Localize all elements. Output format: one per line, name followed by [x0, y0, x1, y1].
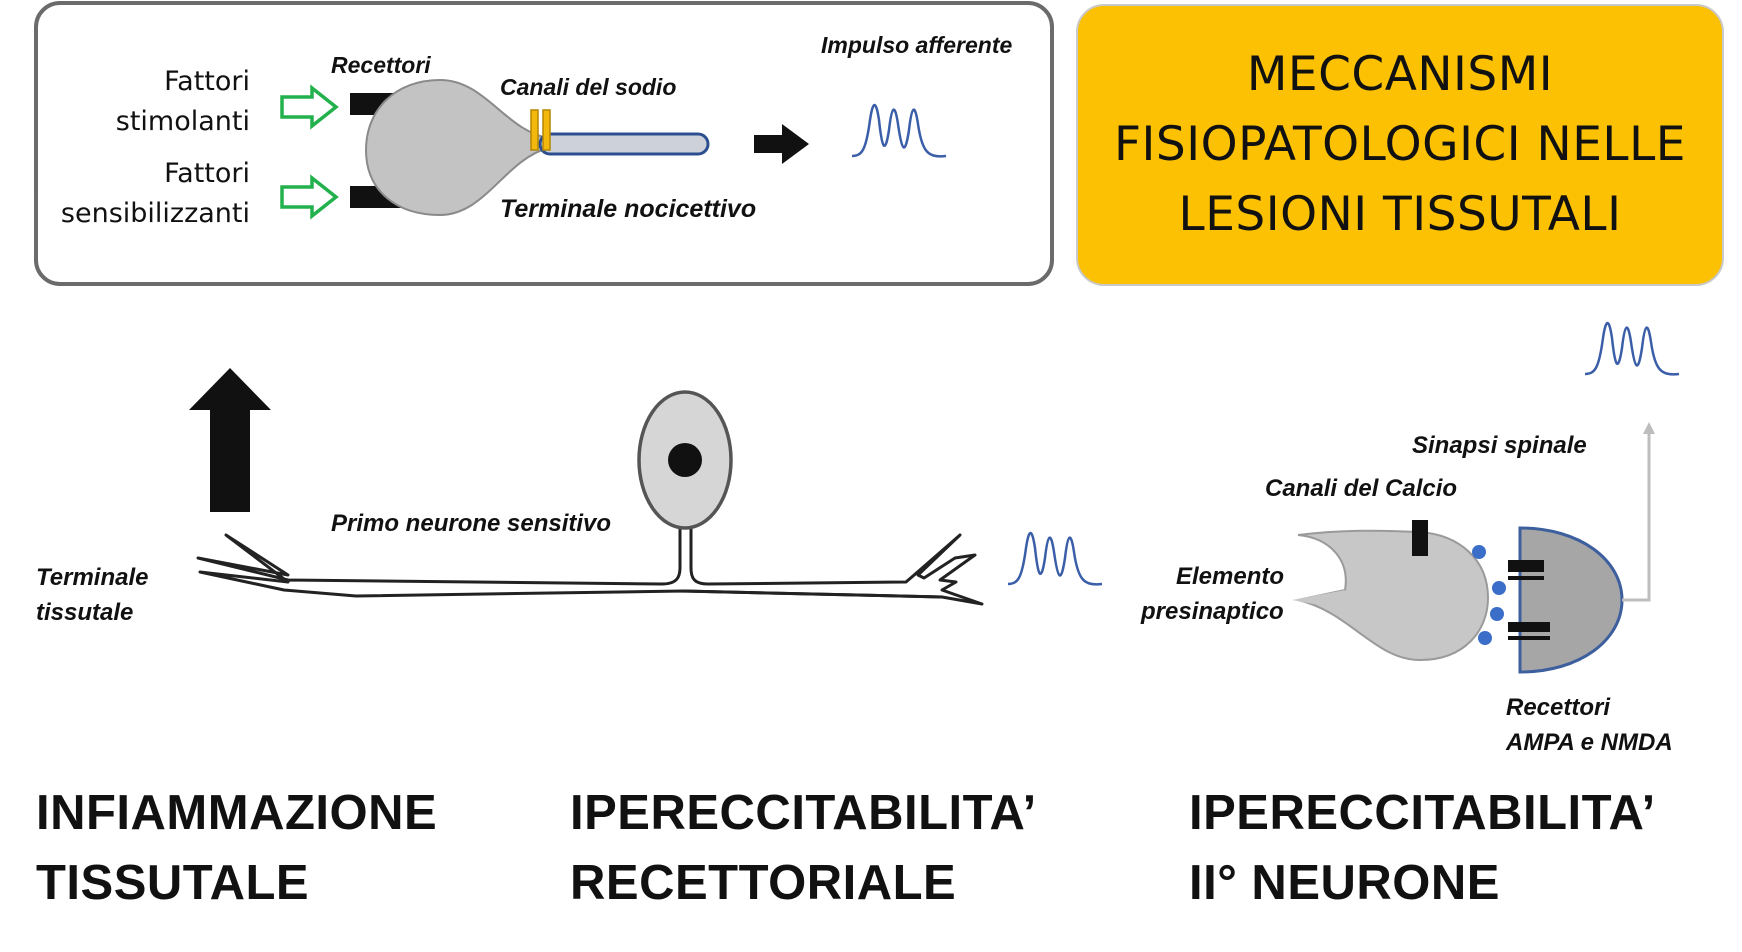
sodium-channel	[530, 109, 539, 151]
first-neuron-wave	[1006, 531, 1104, 586]
nociceptive-terminal-body	[364, 78, 549, 217]
heading-ii-neurone: II° NEURONE	[1189, 856, 1500, 910]
heading-infiammazione: INFIAMMAZIONE	[36, 786, 438, 840]
heading-recettoriale: RECETTORIALE	[570, 856, 957, 910]
label-sinapsi-spinale: Sinapsi spinale	[1412, 432, 1587, 459]
heading-ipereccitabilita-2: IPERECCITABILITA’	[1189, 786, 1656, 840]
nmda-receptor	[1508, 622, 1550, 632]
label-elemento: Elemento	[1176, 563, 1285, 590]
heading-tissutale: TISSUTALE	[36, 856, 310, 910]
green-arrow-icon	[280, 84, 339, 130]
label-primo-neurone: Primo neurone sensitivo	[331, 510, 612, 537]
heading-ipereccitabilita-1: IPERECCITABILITA’	[570, 786, 1037, 840]
neuron-nucleus	[668, 443, 702, 477]
label-canali-sodio: Canali del sodio	[500, 74, 677, 100]
nmda-receptor	[1508, 636, 1550, 640]
label-fattori-stimolanti: Fattori stimolanti	[115, 66, 250, 137]
calcium-channel	[1412, 520, 1428, 556]
up-arrow-icon	[189, 368, 271, 512]
label-recettori-2: Recettori	[1506, 694, 1611, 721]
green-arrow-icon	[280, 174, 339, 220]
postsynaptic-element	[1518, 526, 1624, 674]
label-recettori: Recettori	[331, 52, 431, 78]
label-ampa-nmda: AMPA e NMDA	[1506, 729, 1673, 756]
label-fattori-sensibilizzanti: Fattori sensibilizzanti	[60, 158, 250, 229]
page-title: MECCANISMI FISIOPATOLOGICI NELLE LESIONI…	[1114, 47, 1686, 242]
label-presinaptico: presinaptico	[1141, 598, 1284, 625]
sodium-channel	[542, 109, 551, 151]
label-tissutale: tissutale	[36, 599, 134, 626]
axon-tube	[538, 132, 710, 156]
output-line	[1622, 432, 1651, 602]
output-arrowhead	[1643, 422, 1655, 434]
label-canali-calcio: Canali del Calcio	[1265, 475, 1458, 502]
label-terminale-nocicettivo: Terminale nocicettivo	[500, 195, 757, 223]
vesicles	[1472, 545, 1506, 645]
title-box: MECCANISMI FISIOPATOLOGICI NELLE LESIONI…	[1076, 4, 1724, 286]
second-neuron-wave	[1583, 321, 1681, 376]
ampa-receptor	[1508, 576, 1544, 580]
first-sensory-neuron	[196, 520, 984, 606]
label-terminale: Terminale	[36, 564, 149, 591]
label-impulso-afferente: Impulso afferente	[821, 32, 1013, 58]
black-arrow-icon	[754, 124, 809, 164]
ampa-receptor	[1508, 560, 1544, 572]
presynaptic-element	[1297, 529, 1490, 662]
